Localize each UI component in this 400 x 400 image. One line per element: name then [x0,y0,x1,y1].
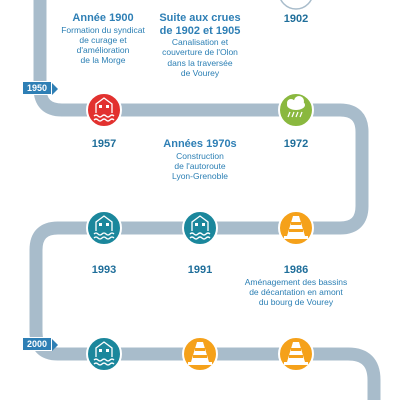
marker-1957 [86,92,122,128]
rain-cloud-icon [287,96,305,118]
event-1957-year: 1957 [91,138,117,150]
event-desc-line: Canalisation et [171,37,229,48]
flood-house-icon [93,97,115,122]
traffic-cone-icon [188,342,212,365]
flood-house-icon [93,341,115,366]
event-title: Année 1900 [72,12,134,24]
event-desc-line: de Vourey [180,67,220,78]
event-1993-year: 1993 [91,264,117,276]
event-title: Suite aux crues [159,12,241,24]
event-1991-year: 1991 [187,264,213,276]
event-1970s: Années 1970s Construction de l'autoroute… [150,138,250,181]
event-1986: 1986 Aménagement des bassins de décantat… [236,264,356,307]
marker-1972 [278,92,314,128]
event-desc-line: de la Morge [80,55,126,66]
event-1972-year: 1972 [283,138,309,150]
event-desc-line: de l'autoroute [174,160,226,171]
event-title: Années 1970s [163,138,237,150]
marker-1986 [278,210,314,246]
event-desc-line: de décantation en amont [249,286,343,297]
marker-row4-c [278,336,314,372]
era-flag-2000: 2000 [22,337,59,351]
event-desc-line: Aménagement des bassins [244,276,348,287]
event-desc-line: dans la traversée [167,57,233,68]
event-desc-line: Construction [176,150,224,161]
marker-row4-b [182,336,218,372]
event-title: de 1902 et 1905 [159,24,241,37]
traffic-cone-icon [284,342,308,365]
event-desc-line: Lyon-Grenoble [172,171,228,182]
event-1902-year: 1902 [283,13,309,25]
marker-1991 [182,210,218,246]
event-desc-line: Formation du syndicat [61,24,145,35]
traffic-cone-icon [284,216,308,239]
event-crues: Suite aux crues de 1902 et 1905 Canalisa… [150,12,250,78]
event-desc-line: d'amélioration [76,45,130,56]
flood-house-icon [189,215,211,240]
era-flag-1950: 1950 [22,81,59,95]
marker-1902 [280,0,312,10]
event-1900: Année 1900 Formation du syndicat de cura… [48,12,158,65]
event-desc-line: couverture de l'Olon [162,47,238,58]
event-desc-line: du bourg de Vourey [258,297,334,308]
event-desc-line: de curage et [79,34,127,45]
event-year: 1986 [283,264,309,276]
flood-house-icon [93,215,115,240]
marker-1993 [86,210,122,246]
marker-row4-a [86,336,122,372]
